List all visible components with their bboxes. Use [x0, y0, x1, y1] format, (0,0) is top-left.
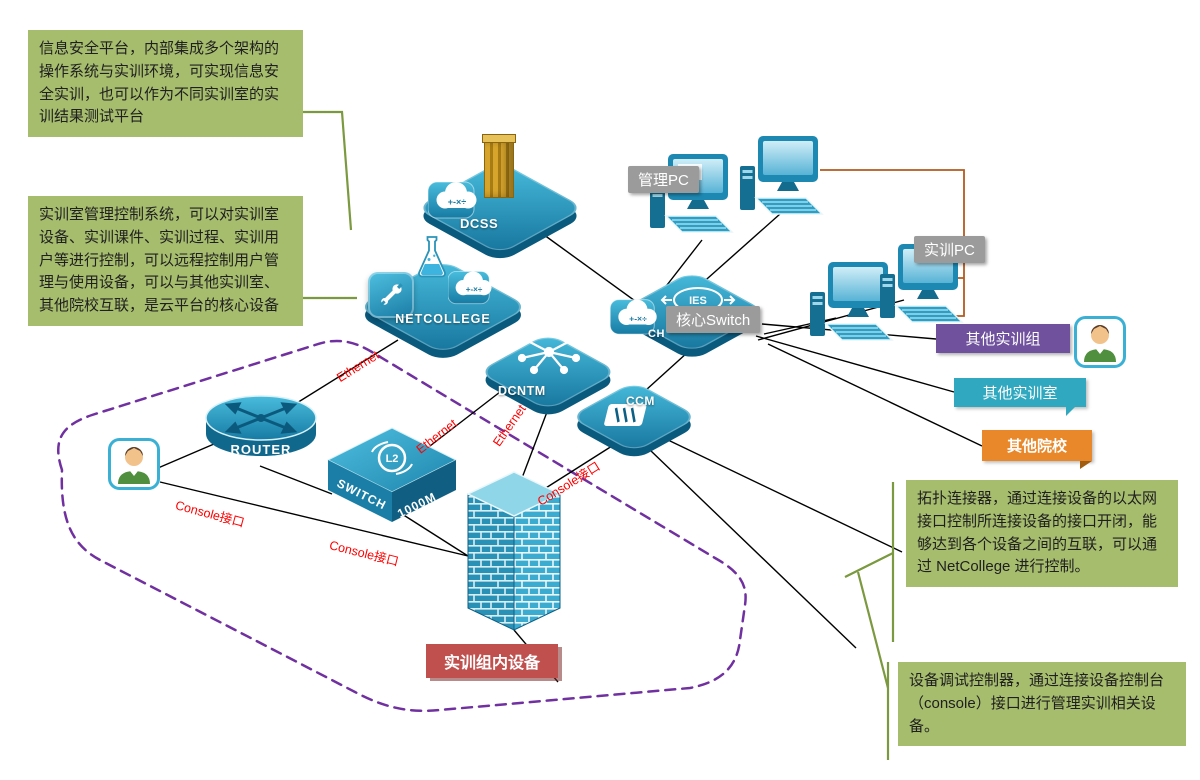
svg-text:+-×÷: +-×÷ [448, 197, 467, 207]
other-training-room-tag: 其他实训室 [954, 378, 1086, 416]
server-building-icon [482, 134, 516, 198]
ccm-panel-icon [596, 400, 652, 434]
training-pc-tag: 实训PC [914, 236, 985, 263]
svg-text:+-×÷: +-×÷ [629, 314, 647, 324]
callout-topology-connector: 拓扑连接器，通过连接设备的以太网接口控制所连接设备的接口开闭，能够达到各个设备之… [906, 480, 1178, 588]
wrench-icon [368, 272, 414, 318]
training-pc-1 [808, 258, 900, 362]
other-training-group-tag: 其他实训组 [936, 324, 1070, 353]
router-device: ROUTER [200, 390, 322, 472]
router-arrows-icon [224, 402, 298, 434]
training-group-boundary [57, 339, 747, 713]
flask-icon [414, 234, 450, 282]
firewall-device [462, 468, 566, 636]
callout-security-platform: 信息安全平台，内部集成多个架构的操作系统与实训环境，可实现信息安全实训，也可以作… [28, 30, 303, 138]
other-group-avatar [1074, 316, 1126, 368]
callout-management-system: 实训室管理控制系统，可以对实训室设备、实训课件、实训过程、实训用户等进行控制，可… [28, 196, 303, 326]
ies-icon: IES [660, 282, 736, 318]
netcollege-label: NETCOLLEGE [395, 312, 491, 326]
core-switch-tag: 核心Switch [666, 306, 761, 333]
svg-text:ROUTER: ROUTER [231, 442, 292, 457]
core-switch-cloud-icon: +-×÷ [610, 290, 666, 336]
dcss-cloud-icon: +-×÷ [428, 172, 486, 220]
svg-text:L2: L2 [386, 453, 399, 465]
l2-switch-device: L2 SWITCH 1000M [322, 424, 462, 526]
callout-connectors [303, 110, 895, 760]
callout-debug-controller: 设备调试控制器，通过连接设备控制台（console）接口进行管理实训相关设备。 [898, 662, 1186, 747]
core-switch-partial-text: CH [648, 328, 665, 340]
svg-text:IES: IES [689, 295, 707, 307]
group-internal-devices-tag: 实训组内设备 [426, 644, 559, 678]
svg-text:+-×÷: +-×÷ [466, 285, 483, 294]
dcntm-label: DCNTM [498, 384, 546, 398]
netcollege-cloud-icon: +-×÷ [448, 262, 500, 306]
other-college-tag: 其他院校 [982, 430, 1092, 469]
mgmt-pc-2 [738, 132, 830, 236]
dcss-label: DCSS [460, 216, 499, 231]
mgmt-pc-tag: 管理PC [628, 166, 699, 193]
ccm-label: CCM [626, 394, 655, 408]
hub-star-icon [518, 332, 580, 376]
group-user-avatar [108, 438, 160, 490]
